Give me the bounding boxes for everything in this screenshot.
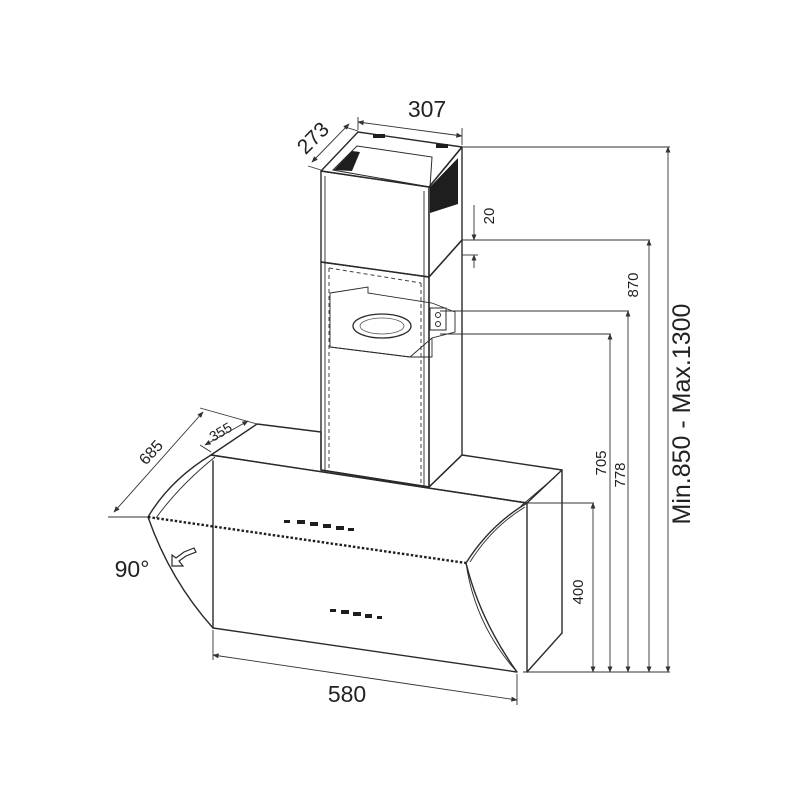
label-705: 705 bbox=[593, 450, 610, 475]
rotation-arrow-icon bbox=[171, 547, 197, 567]
label-angle: 90° bbox=[115, 556, 150, 582]
label-778: 778 bbox=[612, 462, 629, 487]
dim-top-depth bbox=[307, 123, 359, 171]
control-panel-lower bbox=[330, 609, 382, 619]
label-gap: 20 bbox=[481, 208, 498, 225]
label-depth-total: 685 bbox=[136, 437, 167, 468]
dim-bottom-width bbox=[212, 630, 518, 705]
label-bottom-width: 580 bbox=[328, 681, 366, 707]
label-depth-partial: 355 bbox=[206, 419, 234, 445]
hood-body bbox=[147, 423, 563, 673]
chimney-upper-section bbox=[320, 131, 463, 278]
label-total-height: Min.850 - Max.1300 bbox=[668, 304, 696, 525]
label-400: 400 bbox=[570, 579, 587, 604]
dim-depth bbox=[108, 407, 258, 518]
label-top-width: 307 bbox=[408, 96, 446, 122]
control-panel-upper bbox=[284, 520, 354, 531]
label-870: 870 bbox=[625, 272, 642, 297]
dim-top-width bbox=[357, 117, 463, 145]
mounting-bracket bbox=[329, 286, 456, 358]
label-top-depth: 273 bbox=[293, 118, 334, 159]
chimney-lower-section bbox=[320, 239, 463, 488]
